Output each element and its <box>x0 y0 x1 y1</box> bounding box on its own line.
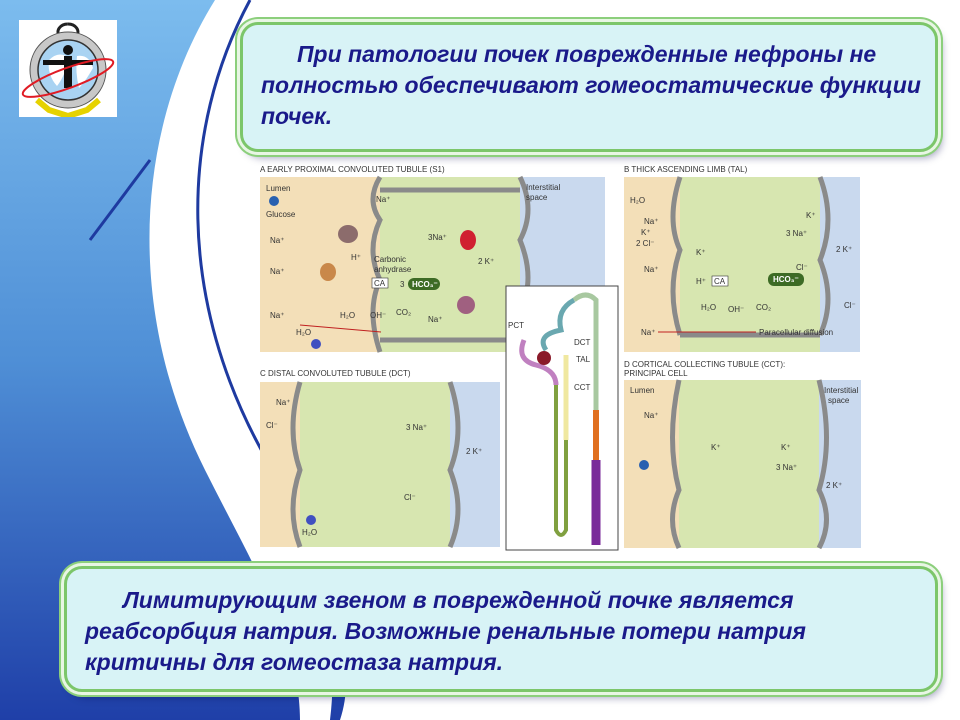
top-statement: При патологии почек поврежденные нефроны… <box>261 41 921 129</box>
water-molecule-icon <box>306 515 316 525</box>
label-cl: Cl⁻ <box>844 301 856 310</box>
panel-a-title: A EARLY PROXIMAL CONVOLUTED TUBULE (S1) <box>260 165 445 174</box>
label-oh: OH⁻ <box>728 305 744 314</box>
label-cl: Cl⁻ <box>266 421 278 430</box>
institution-logo <box>19 20 117 120</box>
label-3na: 3 Na⁺ <box>776 463 797 472</box>
label-na: Na⁺ <box>641 328 655 337</box>
panel-c-title: C DISTAL CONVOLUTED TUBULE (DCT) <box>260 369 411 378</box>
label-lumen: Lumen <box>630 386 654 395</box>
label-h2o: H₂O <box>630 196 645 205</box>
label-cl: Cl⁻ <box>796 263 808 272</box>
label-2k: 2 K⁺ <box>826 481 842 490</box>
label-k: K⁺ <box>781 443 791 452</box>
negative-charge-icon <box>639 460 649 470</box>
label-k: K⁺ <box>711 443 721 452</box>
label-cct: CCT <box>574 383 591 392</box>
label-h2o: H₂O <box>296 328 311 337</box>
label-na: Na⁺ <box>644 217 658 226</box>
label-na: Na⁺ <box>270 311 284 320</box>
label-oh: OH⁻ <box>370 311 386 320</box>
label-na: Na⁺ <box>270 267 284 276</box>
label-hco3-count: 3 <box>400 280 405 289</box>
label-ca: CA <box>714 277 726 286</box>
panel-c-distal-tubule: C DISTAL CONVOLUTED TUBULE (DCT) Na⁺ Cl⁻… <box>260 369 500 548</box>
label-co2: CO₂ <box>396 308 411 317</box>
label-dct: DCT <box>574 338 591 347</box>
label-lumen: Lumen <box>266 184 290 193</box>
label-na: Na⁺ <box>428 315 442 324</box>
transporter-icon <box>320 263 336 281</box>
label-2k: 2 K⁺ <box>836 245 852 254</box>
label-space: space <box>828 396 850 405</box>
label-cl: Cl⁻ <box>404 493 416 502</box>
label-ca: CA <box>374 279 386 288</box>
label-na: Na⁺ <box>644 265 658 274</box>
transporter-icon <box>457 296 475 314</box>
label-h: H⁺ <box>351 253 361 262</box>
label-3na: 3 Na⁺ <box>406 423 427 432</box>
label-k: K⁺ <box>696 248 706 257</box>
label-co2: CO₂ <box>756 303 771 312</box>
label-pct: PCT <box>508 321 524 330</box>
label-hco3: HCO₃⁻ <box>773 275 799 284</box>
water-molecule-icon <box>311 339 321 349</box>
label-h2o: H₂O <box>340 311 355 320</box>
label-tal: TAL <box>576 355 591 364</box>
panel-b-title: B THICK ASCENDING LIMB (TAL) <box>624 165 748 174</box>
label-space: space <box>526 193 548 202</box>
nephron-schematic: PCT DCT TAL CCT <box>505 285 619 551</box>
label-3na: 3Na⁺ <box>428 233 447 242</box>
transporter-icon <box>338 225 358 243</box>
label-anhydrase: anhydrase <box>374 265 412 274</box>
label-k: K⁺ <box>806 211 816 220</box>
label-2cl: 2 Cl⁻ <box>636 239 654 248</box>
label-interstitial: Interstitial <box>526 183 560 192</box>
label-2k: 2 K⁺ <box>478 257 494 266</box>
panel-d-collecting-tubule: D CORTICAL COLLECTING TUBULE (CCT): PRIN… <box>624 360 861 550</box>
label-na: Na⁺ <box>270 236 284 245</box>
bottom-text-box: Лимитирующим звеном в поврежденной почке… <box>64 566 938 692</box>
label-h: H⁺ <box>696 277 706 286</box>
label-h2o: H₂O <box>302 528 317 537</box>
bottom-statement: Лимитирующим звеном в поврежденной почке… <box>85 587 806 675</box>
negative-charge-icon <box>269 196 279 206</box>
label-na: Na⁺ <box>276 398 290 407</box>
label-hco3: HCO₃⁻ <box>412 280 438 289</box>
panel-b-thick-ascending-limb: B THICK ASCENDING LIMB (TAL) H₂O Na⁺ K⁺ … <box>624 165 860 352</box>
nephron-transport-figure: A EARLY PROXIMAL CONVOLUTED TUBULE (S1) … <box>260 165 861 551</box>
panel-d-title: D CORTICAL COLLECTING TUBULE (CCT): <box>624 360 785 369</box>
panel-d-subtitle: PRINCIPAL CELL <box>624 369 688 378</box>
label-interstitial: Interstitial <box>824 386 858 395</box>
label-3na: 3 Na⁺ <box>786 229 807 238</box>
top-text-box: При патологии почек поврежденные нефроны… <box>240 22 938 152</box>
label-na: Na⁺ <box>376 195 390 204</box>
label-k: K⁺ <box>641 228 651 237</box>
label-carbonic: Carbonic <box>374 255 406 264</box>
label-glucose: Glucose <box>266 210 296 219</box>
label-h2o: H₂O <box>701 303 716 312</box>
label-2k: 2 K⁺ <box>466 447 482 456</box>
na-k-atpase-icon <box>460 230 476 250</box>
label-paracellular-diffusion: Paracellular diffusion <box>759 328 833 337</box>
label-na: Na⁺ <box>644 411 658 420</box>
